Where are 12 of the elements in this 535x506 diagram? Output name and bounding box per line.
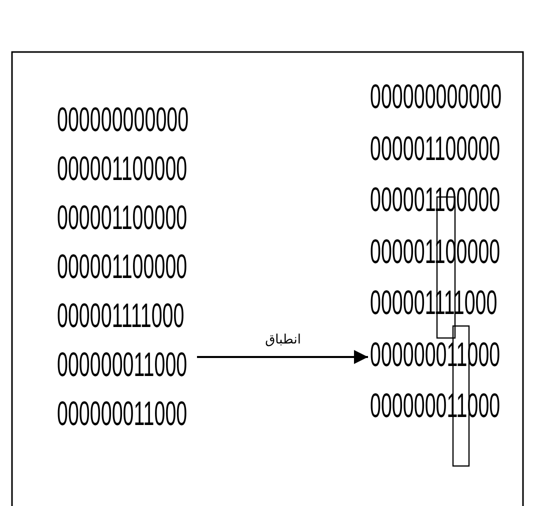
digit-row-text: 000000011000 (57, 394, 188, 434)
digit-row-text: 000001111000 (57, 296, 186, 336)
arrow (197, 350, 368, 364)
digit-row-text: 000001100000 (57, 148, 188, 190)
digit-row-text: 000000011000 (57, 344, 188, 386)
digit-row-text: 000000000000 (370, 77, 503, 118)
digit-row-text: 000000000000 (57, 100, 190, 140)
digit-row-text: 000001100000 (370, 180, 502, 221)
digit-row-text: 000001100000 (370, 128, 502, 170)
digit-row-text: 000001100000 (57, 198, 188, 238)
digit-row-text: 000001100000 (57, 246, 188, 288)
edge-label: انطباق (264, 332, 302, 348)
